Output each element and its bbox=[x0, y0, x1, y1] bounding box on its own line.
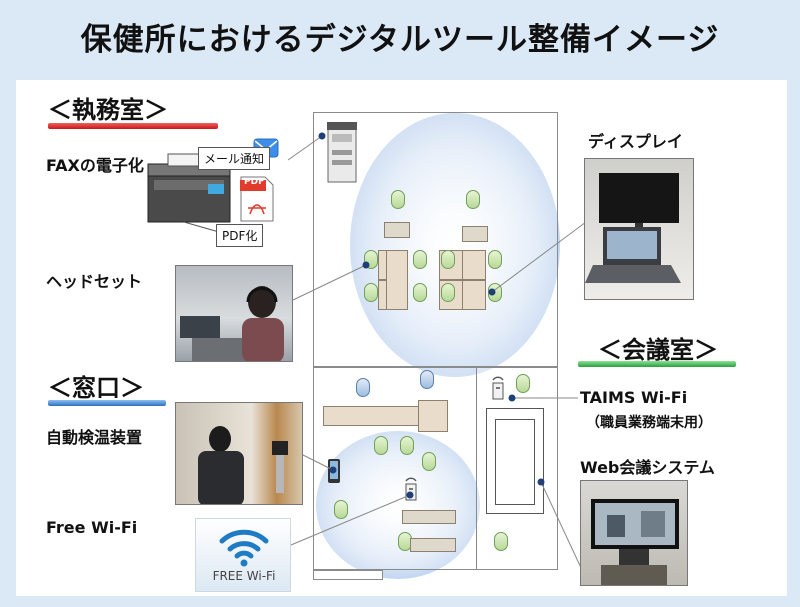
seat bbox=[422, 452, 436, 471]
thermometer-label: 自動検温装置 bbox=[46, 428, 143, 447]
seat bbox=[420, 370, 434, 389]
seat bbox=[413, 250, 427, 269]
office-heading: ＜執務室＞ bbox=[48, 96, 168, 124]
pdf-icon bbox=[240, 176, 274, 222]
display-photo bbox=[584, 158, 694, 300]
counter-desk bbox=[418, 400, 448, 432]
waiting-bench bbox=[410, 538, 456, 552]
meeting-underline bbox=[578, 361, 736, 367]
seat bbox=[516, 374, 530, 393]
seat bbox=[441, 283, 455, 302]
free-wifi-label: Free Wi-Fi bbox=[46, 518, 138, 537]
desk bbox=[462, 226, 488, 242]
counter-underline bbox=[48, 400, 166, 406]
seat bbox=[391, 190, 405, 209]
pdf-conversion-callout: PDF化 bbox=[216, 224, 264, 247]
router-icon bbox=[492, 376, 504, 400]
headset-photo bbox=[175, 265, 293, 362]
seat bbox=[466, 190, 480, 209]
taims-wifi-label: TAIMS Wi-Fi bbox=[580, 388, 688, 407]
headset-label: ヘッドセット bbox=[46, 272, 143, 291]
seat bbox=[364, 283, 378, 302]
free-wifi-sign-text: FREE Wi-Fi bbox=[212, 569, 276, 583]
waiting-bench bbox=[402, 510, 456, 524]
seat bbox=[441, 250, 455, 269]
free-wifi-sign: FREE Wi-Fi bbox=[195, 518, 291, 592]
copier-icon bbox=[327, 122, 357, 183]
desk bbox=[462, 250, 486, 280]
wifi-icon bbox=[219, 529, 269, 567]
meeting-table bbox=[486, 408, 544, 514]
floor-plan-glow bbox=[316, 113, 560, 579]
entrance-step bbox=[313, 570, 383, 580]
seat bbox=[356, 378, 370, 397]
taims-wifi-note: （職員業務端末用） bbox=[586, 415, 712, 431]
seat bbox=[374, 436, 388, 455]
desk bbox=[384, 222, 410, 238]
seat bbox=[400, 436, 414, 455]
display-label: ディスプレイ bbox=[588, 132, 683, 151]
seat bbox=[334, 500, 348, 519]
desk bbox=[462, 280, 486, 310]
seat bbox=[494, 532, 508, 551]
page-title: 保健所におけるデジタルツール整備イメージ bbox=[80, 22, 720, 58]
meeting-table-inner bbox=[495, 419, 535, 505]
office-underline bbox=[48, 123, 218, 129]
mail-notice-callout: メール通知 bbox=[198, 147, 271, 170]
thermometer-photo bbox=[175, 402, 303, 505]
seat bbox=[413, 283, 427, 302]
counter-heading: ＜窓口＞ bbox=[48, 374, 144, 402]
meeting-heading: ＜会議室＞ bbox=[598, 336, 718, 364]
desk bbox=[386, 250, 408, 310]
pdf-icon-label: PDF bbox=[244, 177, 265, 187]
web-meeting-photo bbox=[580, 480, 688, 586]
fax-label: FAXの電子化 bbox=[46, 156, 144, 175]
web-meeting-label: Web会議システム bbox=[580, 458, 715, 477]
seat bbox=[488, 250, 502, 269]
